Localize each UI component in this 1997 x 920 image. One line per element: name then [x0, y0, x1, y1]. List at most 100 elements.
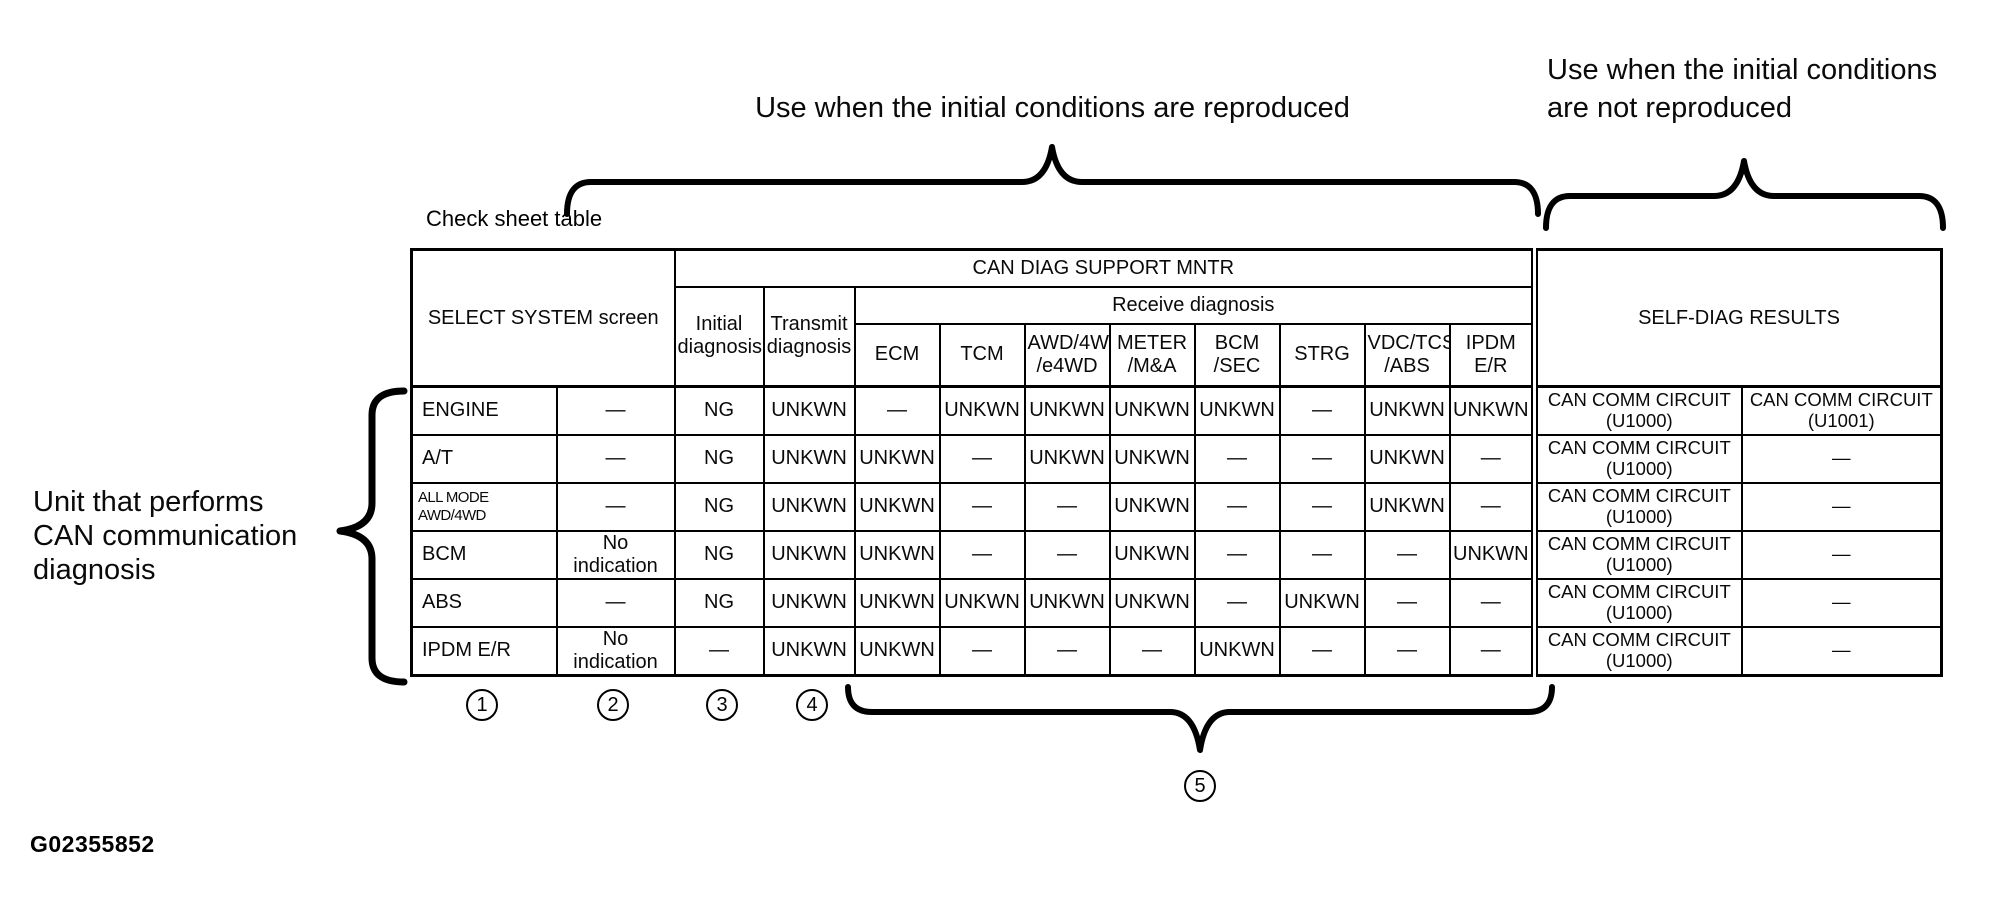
brace-receive-columns-icon: [845, 684, 1555, 753]
cell-receive-meter: UNKWN: [1108, 385, 1196, 436]
cell-receive-meter: —: [1108, 625, 1196, 676]
cell-receive-tcm: UNKWN: [938, 385, 1026, 436]
cell-initial-diagnosis: NG: [673, 529, 765, 580]
header-ecu-tcm: TCM: [938, 322, 1026, 388]
header-select-system: SELECT SYSTEM screen: [410, 248, 676, 388]
cell-receive-strg: —: [1278, 433, 1366, 484]
cell-system-name: A/T: [410, 433, 558, 484]
annotation-unit-performs-diagnosis: Unit that performs CAN communication dia…: [33, 486, 298, 586]
header-ecu-vdc: VDC/TCS /ABS: [1363, 322, 1451, 388]
cell-transmit-diagnosis: UNKWN: [762, 385, 856, 436]
cell-receive-awd: UNKWN: [1023, 577, 1111, 628]
cell-selfdiag-reproduced: CAN COMM CIRCUIT (U1000): [1531, 481, 1743, 532]
cell-receive-bcm: —: [1193, 577, 1281, 628]
table-row: BCM No indication NG UNKWN UNKWN — — UNK…: [410, 529, 1943, 580]
cell-receive-bcm: UNKWN: [1193, 625, 1281, 676]
header-ecu-ecm: ECM: [853, 322, 941, 388]
cell-initial-diagnosis: NG: [673, 433, 765, 484]
annotation-reproduced: Use when the initial conditions are repr…: [755, 92, 1350, 124]
header-ecu-bcm: BCM /SEC: [1193, 322, 1281, 388]
cell-receive-awd: UNKWN: [1023, 385, 1111, 436]
cell-receive-awd: UNKWN: [1023, 433, 1111, 484]
cell-receive-meter: UNKWN: [1108, 481, 1196, 532]
cell-receive-vdc: UNKWN: [1363, 433, 1451, 484]
callout-1-label: 1: [476, 694, 488, 716]
callout-5: 5: [1184, 770, 1216, 802]
table-row: ENGINE — NG UNKWN — UNKWN UNKWN UNKWN UN…: [410, 385, 1943, 436]
callout-2: 2: [597, 689, 629, 721]
cell-receive-meter: UNKWN: [1108, 577, 1196, 628]
header-ecu-awd: AWD/4WD /e4WD: [1023, 322, 1111, 388]
callout-4: 4: [796, 689, 828, 721]
brace-not-reproduced-icon: [1543, 158, 1946, 231]
cell-receive-awd: —: [1023, 481, 1111, 532]
cell-receive-ipdm: UNKWN: [1448, 529, 1536, 580]
cell-transmit-diagnosis: UNKWN: [762, 433, 856, 484]
cell-initial-diagnosis: NG: [673, 385, 765, 436]
cell-selfdiag-not-reproduced: CAN COMM CIRCUIT (U1001): [1740, 385, 1943, 436]
cell-receive-strg: —: [1278, 625, 1366, 676]
cell-selfdiag-reproduced: CAN COMM CIRCUIT (U1000): [1531, 433, 1743, 484]
cell-selfdiag-not-reproduced: —: [1740, 577, 1943, 628]
cell-system-name: BCM: [410, 529, 558, 580]
table-row: ALL MODE AWD/4WD — NG UNKWN UNKWN — — UN…: [410, 481, 1943, 532]
annotation-not-reproduced: Use when the initial conditions are not …: [1547, 54, 1938, 124]
cell-receive-ipdm: —: [1448, 625, 1536, 676]
cell-receive-vdc: —: [1363, 529, 1451, 580]
cell-system-name: ENGINE: [410, 385, 558, 436]
header-ecu-meter: METER /M&A: [1108, 322, 1196, 388]
cell-receive-ecm: UNKWN: [853, 625, 941, 676]
header-ecu-ipdm: IPDM E/R: [1448, 322, 1536, 388]
cell-receive-ipdm: —: [1448, 481, 1536, 532]
cell-transmit-diagnosis: UNKWN: [762, 577, 856, 628]
cell-receive-meter: UNKWN: [1108, 433, 1196, 484]
cell-receive-ecm: UNKWN: [853, 481, 941, 532]
callout-5-label: 5: [1194, 775, 1206, 797]
cell-receive-vdc: —: [1363, 625, 1451, 676]
cell-receive-strg: —: [1278, 529, 1366, 580]
cell-selfdiag-reproduced: CAN COMM CIRCUIT (U1000): [1531, 577, 1743, 628]
cell-initial-diagnosis: —: [673, 625, 765, 676]
cell-receive-tcm: —: [938, 481, 1026, 532]
cell-receive-tcm: —: [938, 433, 1026, 484]
cell-system-name: ALL MODE AWD/4WD: [410, 481, 558, 532]
cell-receive-strg: —: [1278, 481, 1366, 532]
header-can-diag-support-mntr: CAN DIAG SUPPORT MNTR: [673, 248, 1536, 288]
callout-4-label: 4: [806, 694, 818, 716]
cell-selfdiag-reproduced: CAN COMM CIRCUIT (U1000): [1531, 529, 1743, 580]
cell-selfdiag-not-reproduced: —: [1740, 529, 1943, 580]
cell-indication: No indication: [555, 625, 676, 676]
callout-3: 3: [706, 689, 738, 721]
table-row: IPDM E/R No indication — UNKWN UNKWN — —…: [410, 625, 1943, 676]
cell-receive-ecm: UNKWN: [853, 577, 941, 628]
cell-receive-meter: UNKWN: [1108, 529, 1196, 580]
cell-receive-ecm: —: [853, 385, 941, 436]
cell-selfdiag-not-reproduced: —: [1740, 433, 1943, 484]
cell-receive-tcm: UNKWN: [938, 577, 1026, 628]
brace-reproduced-icon: [564, 144, 1541, 217]
cell-system-name: ABS: [410, 577, 558, 628]
cell-selfdiag-not-reproduced: —: [1740, 481, 1943, 532]
table-row: ABS — NG UNKWN UNKWN UNKWN UNKWN UNKWN —…: [410, 577, 1943, 628]
cell-receive-bcm: —: [1193, 481, 1281, 532]
table-row: A/T — NG UNKWN UNKWN — UNKWN UNKWN — — U…: [410, 433, 1943, 484]
cell-indication: —: [555, 481, 676, 532]
cell-initial-diagnosis: NG: [673, 577, 765, 628]
cell-transmit-diagnosis: UNKWN: [762, 529, 856, 580]
header-ecu-strg: STRG: [1278, 322, 1366, 388]
cell-selfdiag-reproduced: CAN COMM CIRCUIT (U1000): [1531, 385, 1743, 436]
callout-1: 1: [466, 689, 498, 721]
cell-receive-strg: —: [1278, 385, 1366, 436]
cell-receive-tcm: —: [938, 529, 1026, 580]
cell-receive-ipdm: —: [1448, 577, 1536, 628]
cell-receive-bcm: UNKWN: [1193, 385, 1281, 436]
cell-receive-bcm: —: [1193, 433, 1281, 484]
cell-transmit-diagnosis: UNKWN: [762, 481, 856, 532]
cell-indication: —: [555, 385, 676, 436]
cell-selfdiag-reproduced: CAN COMM CIRCUIT (U1000): [1531, 625, 1743, 676]
cell-receive-awd: —: [1023, 529, 1111, 580]
cell-indication: —: [555, 433, 676, 484]
header-receive-diagnosis: Receive diagnosis: [853, 285, 1536, 325]
cell-receive-bcm: —: [1193, 529, 1281, 580]
